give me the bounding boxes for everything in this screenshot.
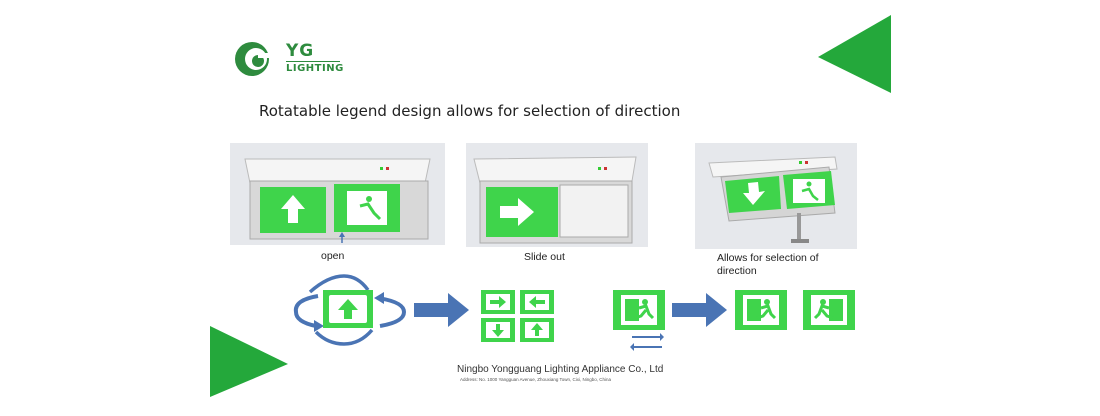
photo-slide-out bbox=[466, 143, 648, 247]
sign-down-arrow bbox=[481, 318, 515, 342]
yg-logo-mark-icon bbox=[235, 42, 272, 76]
top-right-triangle-decoration bbox=[818, 15, 891, 93]
sign-running-man-right-b bbox=[803, 290, 855, 330]
brand-logo: YG LIGHTING bbox=[234, 40, 354, 80]
headline: Rotatable legend design allows for selec… bbox=[259, 102, 681, 120]
sign-up-arrow bbox=[520, 318, 554, 342]
sign-running-man-right-a bbox=[735, 290, 787, 330]
sign-left-arrow bbox=[520, 290, 554, 314]
photo-direction-caption: Allows for selection of direction bbox=[717, 252, 819, 277]
flow-arrow-icon bbox=[672, 293, 727, 327]
flow-arrow-icon bbox=[414, 293, 469, 327]
swap-arrows-icon bbox=[630, 333, 664, 351]
brand-subname: LIGHTING bbox=[286, 63, 344, 74]
exit-sign-up-arrow bbox=[323, 290, 373, 328]
company-name: Ningbo Yongguang Lighting Appliance Co.,… bbox=[457, 364, 664, 375]
company-address: Address: No. 1000 Yangguan Avenue, Zhoux… bbox=[460, 377, 612, 382]
brand-name: YG bbox=[286, 41, 315, 61]
sign-running-man-left bbox=[613, 290, 665, 330]
rotation-arrows-diagram bbox=[293, 274, 407, 346]
brand-divider bbox=[286, 61, 340, 62]
photo-direction bbox=[695, 143, 857, 249]
photo-slide-out-caption: Slide out bbox=[524, 251, 565, 263]
bottom-left-triangle-decoration bbox=[210, 326, 288, 397]
photo-open bbox=[230, 143, 445, 245]
sign-right-arrow bbox=[481, 290, 515, 314]
photo-open-caption: open bbox=[321, 250, 345, 262]
